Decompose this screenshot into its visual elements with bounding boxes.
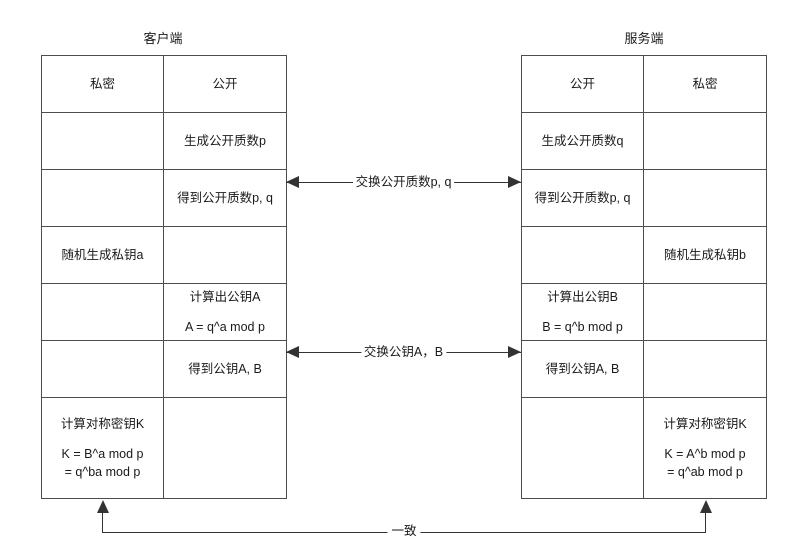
client-cell-private-2 [41, 169, 164, 227]
server-cell-private-6: 计算对称密钥K K = A^b mod p = q^ab mod p [643, 397, 767, 499]
client-generate-private-key: 随机生成私钥a [61, 247, 144, 262]
consistency-connector: 一致 [95, 500, 713, 545]
server-cell-public-6 [521, 397, 644, 499]
server-header-public: 公开 [521, 55, 644, 113]
server-compute-public-key: 计算出公钥B [547, 289, 618, 304]
server-symmetric-key-formula-2: = q^ab mod p [667, 464, 743, 479]
table-row: 随机生成私钥a [41, 226, 287, 284]
client-receive-public-keys: 得到公钥A, B [188, 361, 262, 376]
client-compute-symmetric-key: 计算对称密钥K [60, 416, 145, 431]
client-cell-private-3: 随机生成私钥a [41, 226, 164, 284]
table-row: 计算出公钥A A = q^a mod p [41, 283, 287, 341]
exchange-keys-arrow: 交换公钥A，B [286, 343, 521, 363]
server-cell-private-4 [643, 283, 767, 341]
server-symmetric-key-formula-1: K = A^b mod p [664, 446, 746, 461]
client-cell-public-1: 生成公开质数p [163, 112, 287, 170]
client-header-private: 私密 [41, 55, 164, 113]
client-cell-public-4: 计算出公钥A A = q^a mod p [163, 283, 287, 341]
client-symmetric-key-formula-1: K = B^a mod p [61, 446, 144, 461]
client-public-key-formula: A = q^a mod p [185, 319, 265, 334]
server-header-private: 私密 [643, 55, 767, 113]
server-cell-public-2: 得到公开质数p, q [521, 169, 644, 227]
client-cell-private-6: 计算对称密钥K K = B^a mod p = q^ba mod p [41, 397, 164, 499]
client-symmetric-key-formula-2: = q^ba mod p [64, 464, 141, 479]
arrow-head-left-icon [286, 176, 299, 188]
server-cell-private-5 [643, 340, 767, 398]
server-public-key-formula: B = q^b mod p [542, 319, 623, 334]
client-table: 私密 公开 生成公开质数p 得到公开质数p, q 随机生成私钥a [41, 55, 287, 499]
table-row: 计算对称密钥K K = A^b mod p = q^ab mod p [521, 397, 767, 499]
table-row-header: 私密 公开 [41, 55, 287, 113]
table-row: 生成公开质数q [521, 112, 767, 170]
server-generate-private-key: 随机生成私钥b [664, 247, 746, 262]
client-header-public: 公开 [163, 55, 287, 113]
server-cell-private-3: 随机生成私钥b [643, 226, 767, 284]
table-row: 得到公开质数p, q [41, 169, 287, 227]
table-row: 计算对称密钥K K = B^a mod p = q^ba mod p [41, 397, 287, 499]
server-receive-primes: 得到公开质数p, q [534, 190, 631, 205]
client-cell-private-1 [41, 112, 164, 170]
client-header-private-label: 私密 [89, 76, 115, 91]
server-table: 公开 私密 生成公开质数q 得到公开质数p, q 随机生成私钥b [521, 55, 767, 499]
client-cell-public-2: 得到公开质数p, q [163, 169, 287, 227]
client-compute-public-key: 计算出公钥A [189, 289, 261, 304]
table-row: 得到公钥A, B [521, 340, 767, 398]
server-cell-public-4: 计算出公钥B B = q^b mod p [521, 283, 644, 341]
server-receive-public-keys: 得到公钥A, B [545, 361, 620, 376]
table-row: 计算出公钥B B = q^b mod p [521, 283, 767, 341]
client-cell-public-3 [163, 226, 287, 284]
table-row: 得到公钥A, B [41, 340, 287, 398]
table-row: 生成公开质数p [41, 112, 287, 170]
server-cell-public-3 [521, 226, 644, 284]
arrow-head-left-icon [286, 346, 299, 358]
table-row-header: 公开 私密 [521, 55, 767, 113]
client-title: 客户端 [143, 31, 183, 46]
arrow-head-right-icon [508, 176, 521, 188]
arrow-head-up-left-icon [97, 500, 109, 513]
exchange-keys-label: 交换公钥A，B [360, 343, 447, 362]
client-cell-private-4 [41, 283, 164, 341]
table-row: 随机生成私钥b [521, 226, 767, 284]
server-cell-public-5: 得到公钥A, B [521, 340, 644, 398]
client-generate-prime: 生成公开质数p [184, 133, 266, 148]
consistency-label: 一致 [387, 522, 421, 541]
server-cell-private-2 [643, 169, 767, 227]
client-cell-public-5: 得到公钥A, B [163, 340, 287, 398]
client-header-public-label: 公开 [212, 76, 238, 91]
server-cell-public-1: 生成公开质数q [521, 112, 644, 170]
client-cell-public-6 [163, 397, 287, 499]
server-title: 服务端 [624, 31, 664, 46]
server-generate-prime: 生成公开质数q [541, 133, 624, 148]
server-header-private-label: 私密 [692, 76, 718, 91]
client-receive-primes: 得到公开质数p, q [177, 190, 273, 205]
client-cell-private-5 [41, 340, 164, 398]
server-compute-symmetric-key: 计算对称密钥K [663, 416, 747, 431]
exchange-primes-arrow: 交换公开质数p, q [286, 173, 521, 193]
arrow-head-up-right-icon [700, 500, 712, 513]
server-header-public-label: 公开 [569, 76, 595, 91]
connector-riser-right [705, 512, 706, 533]
arrow-head-right-icon [508, 346, 521, 358]
exchange-primes-label: 交换公开质数p, q [352, 173, 455, 192]
server-cell-private-1 [643, 112, 767, 170]
connector-riser-left [102, 512, 103, 533]
table-row: 得到公开质数p, q [521, 169, 767, 227]
